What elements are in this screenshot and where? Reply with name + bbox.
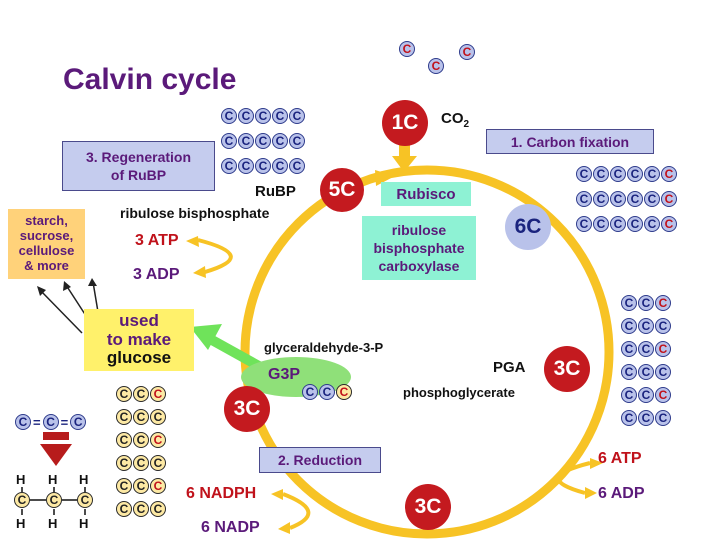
node-3c-bottom: 3C <box>405 484 451 530</box>
carbon-chain-top: C = C = C <box>15 414 87 430</box>
step-reduction: 2. Reduction <box>259 447 381 473</box>
rubisco-full-name: ribulose bisphosphate carboxylase <box>362 216 476 280</box>
nadp6-label: 6 NADP <box>201 519 260 536</box>
cycle-ring <box>240 165 614 539</box>
atp3-curve <box>197 238 233 274</box>
atp6-label: 6 ATP <box>598 450 642 467</box>
pga-label: PGA <box>493 359 526 376</box>
hydrogen-bottom-3: H <box>79 516 89 531</box>
node-6c: 6C <box>505 204 551 250</box>
hydrogen-top-1: H <box>16 472 26 487</box>
glucose-carbon: C <box>77 492 93 508</box>
molecule-bonds <box>21 487 86 515</box>
rubp-full-name: ribulose bisphosphate <box>120 205 270 221</box>
free-carbon: C <box>428 58 444 74</box>
glucose-carbon: C <box>14 492 30 508</box>
g3p-label: G3P <box>268 366 301 383</box>
ring-arrowhead <box>375 170 395 186</box>
hydrogen-bottom-1: H <box>16 516 26 531</box>
pga-full-name: phosphoglycerate <box>403 385 515 400</box>
g3p-full-name: glyceraldehyde-3-P <box>264 340 384 355</box>
hydrogen-top-3: H <box>79 472 89 487</box>
regeneration-line-1: 3. Regeneration <box>85 148 192 165</box>
free-carbon: C <box>399 41 415 57</box>
hydrogen-top-2: H <box>48 472 58 487</box>
page-title: Calvin cycle <box>63 63 237 96</box>
nadph6-label: 6 NADPH <box>186 485 257 502</box>
step-carbon-fixation: 1. Carbon fixation <box>486 129 654 154</box>
atp6-curve <box>556 461 591 495</box>
node-3c-g3p: 3C <box>224 386 270 432</box>
nadph-curve <box>282 492 311 530</box>
node-5c: 5C <box>320 168 364 212</box>
rubp-label: RuBP <box>255 183 296 200</box>
co2-label: CO2 <box>441 110 470 130</box>
starch-box: starch, sucrose, cellulose & more <box>8 209 85 279</box>
co2-arrow-head <box>392 156 417 172</box>
regeneration-line-2: of RuBP <box>110 167 167 183</box>
glucose-carbon: C <box>46 492 62 508</box>
molecule-arrow <box>40 444 72 466</box>
hydrogen-bottom-2: H <box>48 516 58 531</box>
node-1c: 1C <box>382 100 428 146</box>
free-carbon: C <box>459 44 475 60</box>
adp3-label: 3 ADP <box>133 266 180 283</box>
co2-arrow-shaft <box>399 140 410 158</box>
rubisco-label: Rubisco <box>381 182 471 206</box>
glucose-box: used to make glucose <box>84 309 194 371</box>
adp6-label: 6 ADP <box>598 485 645 502</box>
node-3c-pga: 3C <box>544 346 590 392</box>
atp3-label: 3 ATP <box>135 232 179 249</box>
step-regeneration: 3. Regeneration of RuBP <box>62 141 215 191</box>
